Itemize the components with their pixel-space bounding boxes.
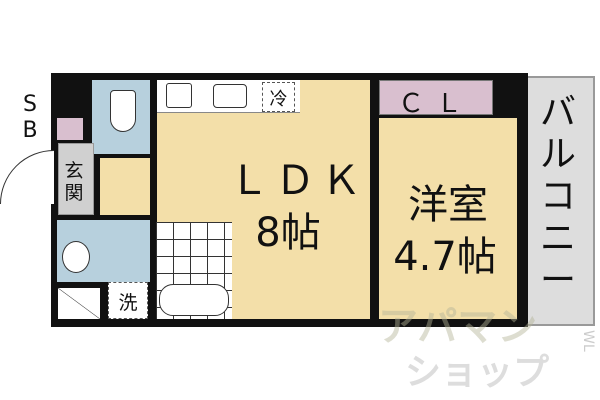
- shoe-box-label-s: S: [23, 92, 37, 117]
- shoe-box-label-b: B: [22, 118, 38, 143]
- balcony: [521, 76, 595, 326]
- entrance: [58, 143, 94, 215]
- ldk-label: ＬＤＫ: [229, 158, 367, 204]
- bathtub-icon: [159, 284, 229, 316]
- western-label: 洋室: [408, 182, 488, 228]
- storage-box: [58, 288, 100, 319]
- toilet-icon: [110, 90, 136, 132]
- western-room: [379, 118, 517, 319]
- western-size: 4.7帖: [393, 234, 497, 280]
- shoe-box: [57, 118, 83, 140]
- washbasin-icon: [62, 241, 90, 273]
- fridge: [262, 82, 295, 112]
- stove-icon: [166, 83, 192, 108]
- closet-label: ＣＬ: [397, 89, 474, 119]
- ldk-size: 8帖: [255, 210, 321, 256]
- entrance-label: 玄関: [64, 160, 84, 204]
- washer: [108, 282, 148, 319]
- balcony-label: バルコニー: [539, 92, 576, 301]
- sink-icon: [213, 84, 247, 108]
- hallway: [100, 158, 150, 215]
- watermark-line1: アパマン: [378, 304, 538, 350]
- fridge-label: 冷: [269, 89, 288, 110]
- watermark-side: WL: [580, 330, 596, 352]
- washer-label: 洗: [118, 292, 138, 314]
- closet: [379, 80, 493, 115]
- watermark-line2: ショップ: [405, 352, 550, 393]
